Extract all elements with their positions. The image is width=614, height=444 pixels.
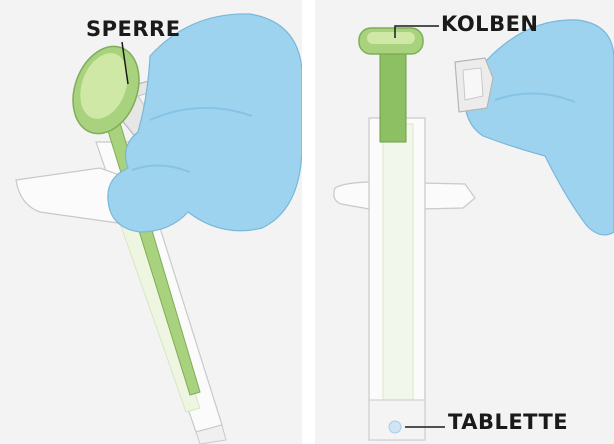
plunger-label: KOLBEN (441, 14, 539, 35)
syringe-barrel (369, 118, 425, 440)
tablet (389, 421, 401, 433)
gloved-hand (465, 20, 614, 235)
left-panel-lock-illustration: SPERRE (0, 0, 302, 444)
plunger-rod (380, 50, 406, 142)
tablet-label: TABLETTE (448, 412, 568, 433)
plunger-illustration (315, 0, 614, 444)
lock-label: SPERRE (86, 19, 181, 40)
right-panel-plunger-illustration: KOLBEN TABLETTE (315, 0, 614, 444)
plunger-head (359, 28, 423, 54)
lock-clip (455, 58, 493, 112)
lock-illustration (0, 0, 302, 444)
